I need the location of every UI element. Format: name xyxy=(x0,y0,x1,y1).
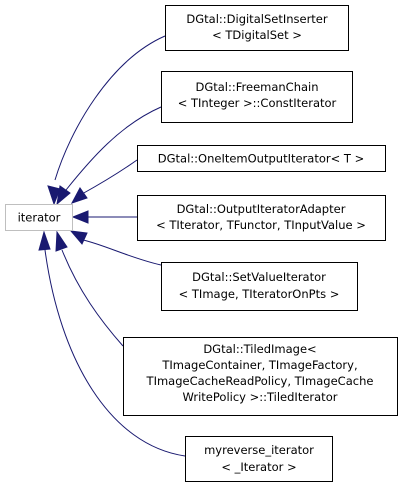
node-label-line: < TImage, TIteratorOnPts > xyxy=(179,287,340,301)
node-iterator[interactable]: iterator xyxy=(5,204,73,231)
edge-one-item-output-iterator xyxy=(70,159,138,204)
node-label-line: DGtal::SetValueIterator xyxy=(192,270,326,284)
edge-digital-set-inserter xyxy=(47,35,166,206)
node-myreverse-iterator[interactable]: myreverse_iterator < _Iterator > xyxy=(185,436,333,482)
node-label-line: < _Iterator > xyxy=(221,460,296,474)
node-label-line: DGtal::FreemanChain xyxy=(195,80,318,94)
node-label-line: < TDigitalSet > xyxy=(212,28,302,42)
edge-set-value-iterator xyxy=(69,230,162,266)
edges xyxy=(38,35,186,457)
edge-myreverse-iterator xyxy=(38,230,186,457)
node-label-line: DGtal::DigitalSetInserter xyxy=(186,12,328,26)
node-label-line: DGtal::TiledImage< xyxy=(203,342,316,356)
node-set-value-iterator[interactable]: DGtal::SetValueIterator < TImage, TItera… xyxy=(161,262,358,311)
edge-output-iterator-adapter xyxy=(71,210,137,224)
node-label-line: myreverse_iterator xyxy=(204,443,314,457)
node-label-line: DGtal::OutputIteratorAdapter xyxy=(177,202,346,216)
node-label-line: < TInteger >::ConstIterator xyxy=(178,96,337,110)
node-iterator-label: iterator xyxy=(18,211,61,225)
edge-tiled-image xyxy=(55,230,124,347)
node-label-line: DGtal::OneItemOutputIterator< T > xyxy=(158,152,364,166)
node-label-line: WritePolicy >::TiledIterator xyxy=(183,390,338,404)
node-freeman-chain-const-iterator[interactable]: DGtal::FreemanChain < TInteger >::ConstI… xyxy=(161,71,353,123)
node-output-iterator-adapter[interactable]: DGtal::OutputIteratorAdapter < TIterator… xyxy=(137,195,386,241)
node-tiled-image-tiled-iterator[interactable]: DGtal::TiledImage< TImageContainer, TIma… xyxy=(123,337,398,416)
node-label-line: TImageContainer, TImageFactory, xyxy=(161,358,357,372)
node-label-line: TImageCacheReadPolicy, TImageCache xyxy=(146,374,374,388)
edge-freeman-chain xyxy=(56,106,162,206)
node-one-item-output-iterator[interactable]: DGtal::OneItemOutputIterator< T > xyxy=(137,145,386,172)
node-label-line: < TIterator, TFunctor, TInputValue > xyxy=(156,218,366,232)
node-digital-set-inserter[interactable]: DGtal::DigitalSetInserter < TDigitalSet … xyxy=(165,5,349,51)
